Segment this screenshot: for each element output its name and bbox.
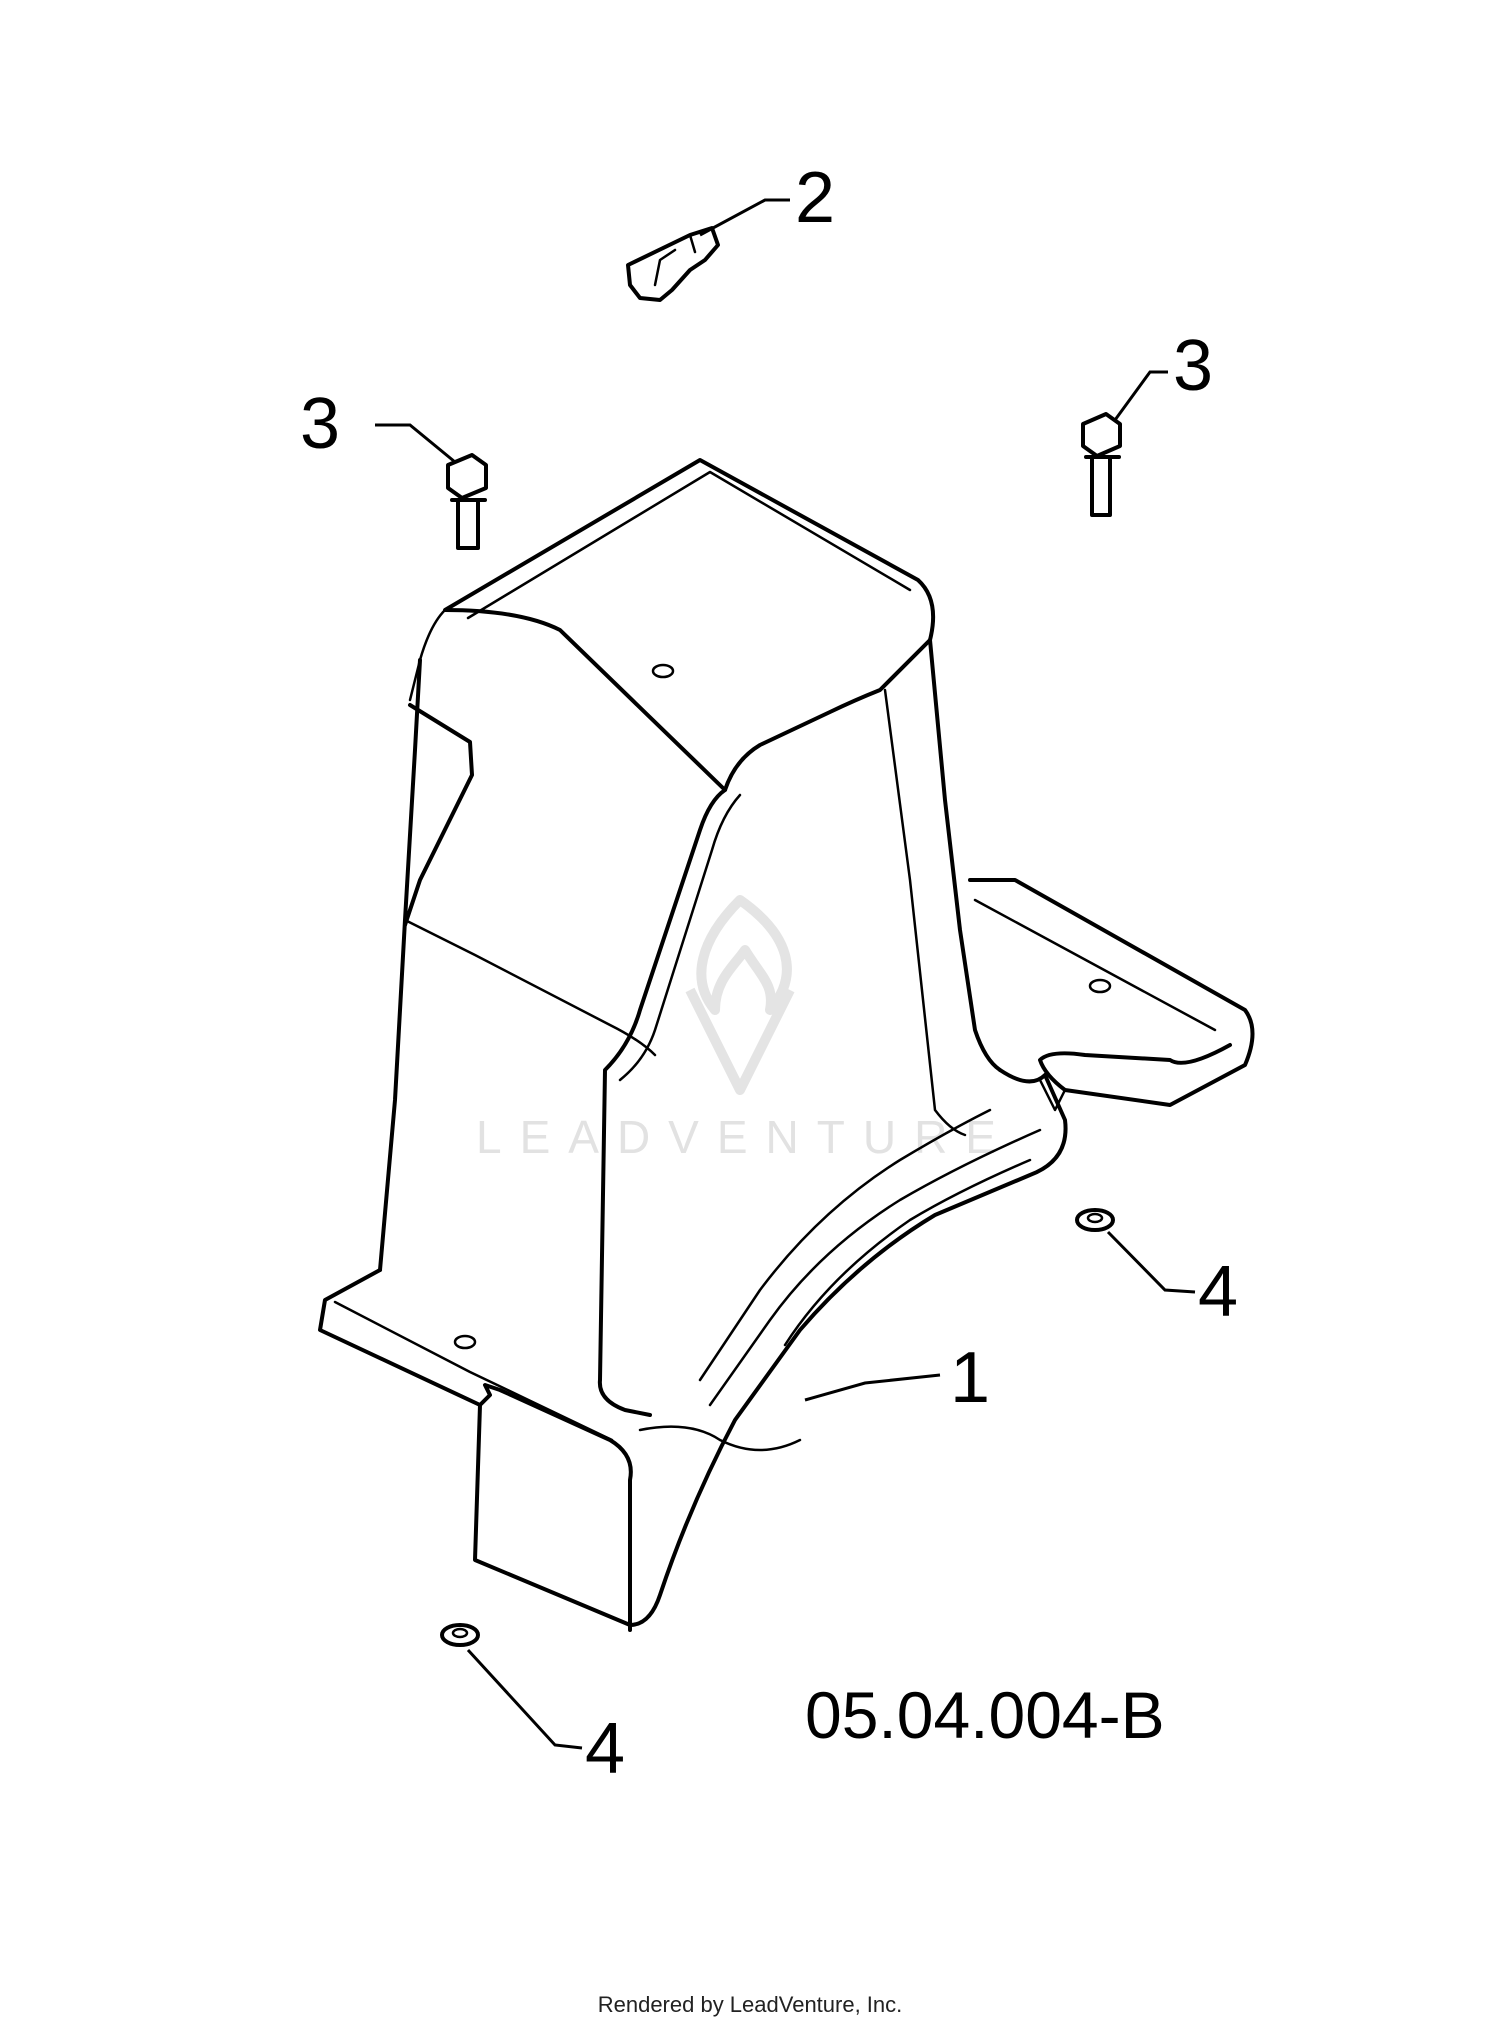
callout-4-right: 4 xyxy=(1198,1252,1238,1332)
callout-2: 2 xyxy=(795,158,835,238)
watermark-text: LEADVENTURE xyxy=(476,1111,1014,1163)
mounting-hole-right xyxy=(1088,978,1112,994)
watermark: LEADVENTURE xyxy=(476,895,1014,1163)
callout-1: 1 xyxy=(950,1338,990,1418)
leader-lines xyxy=(375,198,1196,1750)
bolt-right xyxy=(1081,412,1122,517)
nut-bottom xyxy=(440,1623,480,1647)
flame-v-logo-icon xyxy=(685,895,795,1095)
clip-part xyxy=(626,226,720,302)
render-credit: Rendered by LeadVenture, Inc. xyxy=(598,1992,903,2017)
callout-3-right: 3 xyxy=(1173,326,1213,406)
nut-right xyxy=(1075,1208,1115,1232)
callout-4-bottom: 4 xyxy=(585,1709,625,1789)
mounting-hole-left xyxy=(453,1334,477,1350)
callout-3-left: 3 xyxy=(300,384,340,464)
cover-housing xyxy=(318,458,1255,1632)
mounting-hole-top xyxy=(651,663,675,679)
figure-code: 05.04.004-B xyxy=(805,1678,1165,1752)
bolt-left xyxy=(446,453,488,550)
